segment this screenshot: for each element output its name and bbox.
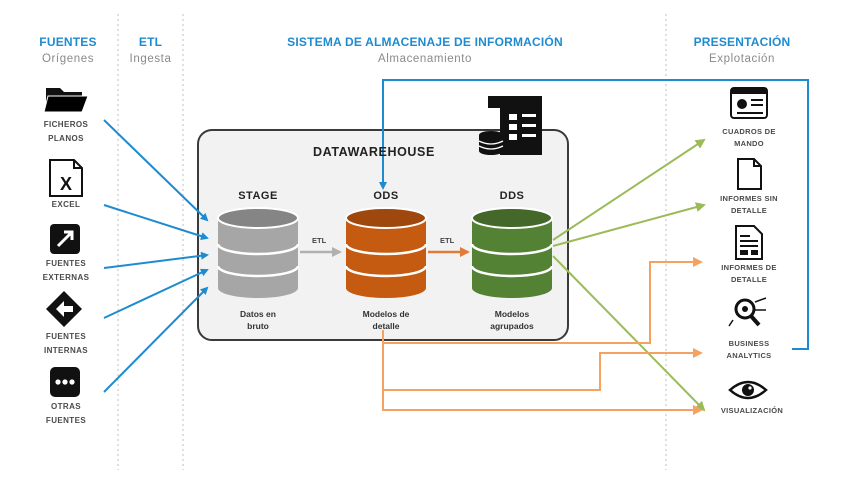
analytics-icon — [728, 297, 767, 327]
ods-database-icon — [344, 207, 428, 298]
server-icon — [478, 96, 542, 155]
analytics-feedback-arrow — [379, 79, 809, 350]
output-label-dashboards: CUADROS DE MANDO — [722, 127, 776, 148]
dashboard-icon — [730, 87, 768, 119]
ods-caption: Modelos de detalle — [362, 309, 410, 331]
source-label-internal: FUENTES INTERNAS — [43, 332, 89, 355]
dds-output-arrows — [552, 138, 706, 412]
header-presentation: PRESENTACIÓN — [693, 35, 791, 49]
stage-title: STAGE — [238, 190, 278, 202]
stage-database-icon — [216, 207, 300, 298]
dds-database-icon — [470, 207, 554, 298]
header-sources: FUENTES — [39, 35, 97, 49]
header-etl: ETL — [138, 35, 163, 49]
subheader-presentation: Explotación — [708, 53, 776, 65]
etl-label-ods-dds: ETL — [440, 236, 455, 245]
ods-title: ODS — [373, 190, 399, 202]
etl-label-stage-ods: ETL — [312, 236, 327, 245]
dds-caption: Modelos agrupados — [490, 309, 534, 331]
subheader-sources: Orígenes — [41, 53, 95, 65]
output-label-visualization: VISUALIZACIÓN — [720, 406, 784, 415]
external-link-icon — [50, 224, 80, 254]
subheader-etl: Ingesta — [129, 53, 172, 65]
dds-title: DDS — [499, 190, 525, 202]
svg-text:X: X — [60, 174, 72, 194]
more-icon — [50, 367, 80, 397]
column-dividers — [117, 14, 667, 470]
excel-icon: X — [49, 159, 83, 197]
output-label-business-analytics: BUSINESS ANALYTICS — [726, 339, 772, 360]
source-arrows — [103, 119, 209, 393]
datawarehouse-title: DATAWAREHOUSE — [313, 145, 435, 159]
source-label-excel: EXCEL — [51, 200, 81, 209]
source-label-flat-files: FICHEROS PLANOS — [43, 120, 89, 143]
ods-output-arrows — [382, 257, 703, 415]
source-label-other: OTRAS FUENTES — [45, 402, 87, 425]
output-label-summary-reports: INFORMES SIN DETALLE — [720, 194, 778, 215]
stage-caption: Datos en bruto — [240, 309, 276, 331]
detailed-report-icon — [735, 225, 763, 260]
folder-icon — [43, 88, 89, 113]
output-label-detailed-reports: INFORMES DE DETALLE — [721, 263, 777, 284]
eye-icon — [728, 380, 768, 400]
document-icon — [737, 158, 762, 190]
signpost-icon — [46, 291, 82, 327]
source-label-external: FUENTES EXTERNAS — [42, 259, 90, 282]
subheader-storage: Almacenamiento — [377, 53, 473, 65]
header-storage: SISTEMA DE ALMACENAJE DE INFORMACIÓN — [287, 35, 563, 49]
